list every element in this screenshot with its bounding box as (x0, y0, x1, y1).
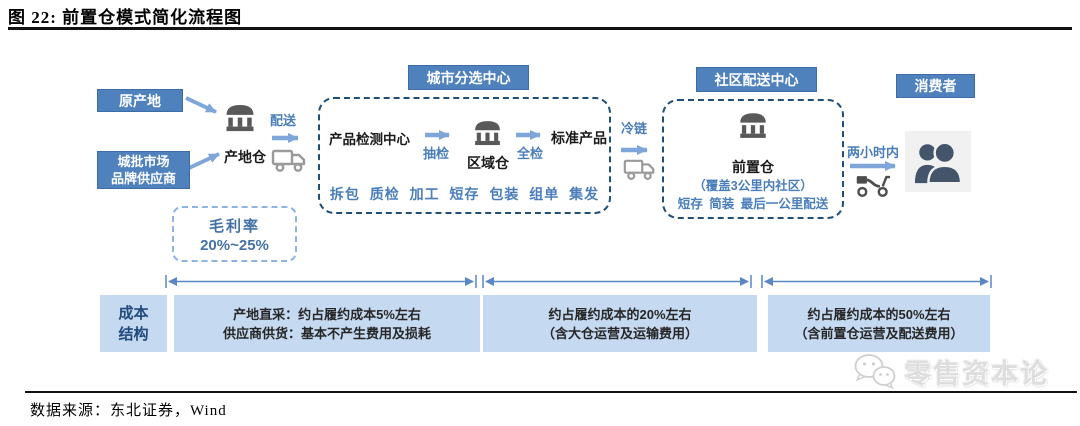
label-origin-warehouse: 产地仓 (224, 149, 266, 165)
city-sorting-center-box (318, 97, 611, 214)
header-consumer-label: 消费者 (914, 78, 957, 94)
label-front-warehouse-steps: 短存 简装 最后一公里配送 (677, 197, 829, 211)
footer-rule (25, 391, 1077, 393)
label-standard-product: 标准产品 (551, 130, 607, 146)
label-regional-warehouse: 区域仓 (467, 155, 509, 171)
figure-title: 图 22: 前置仓模式简化流程图 (8, 8, 243, 27)
watermark-text: 零售资本论 (904, 359, 1049, 389)
gross-margin-label: 毛利率 (208, 218, 260, 235)
title-underline (8, 27, 1072, 30)
cost-cell-city-sorting-line2: （含大仓运营及运输费用） (541, 325, 698, 341)
bank-icon-origin-warehouse (222, 102, 258, 135)
label-front-warehouse: 前置仓 (732, 159, 774, 175)
node-supplier-line2: 品牌供应商 (110, 171, 176, 186)
arrow-supplier-to-warehouse (188, 152, 220, 170)
label-cold-chain: 冷链 (621, 121, 648, 136)
cost-structure-row-label-line2: 结构 (118, 325, 149, 343)
header-community-delivery-center: 社区配送中心 (696, 67, 817, 92)
cost-cell-origin: 产地直采：约占履约成本5%左右 供应商供货：基本不产生费用及损耗 (174, 295, 480, 352)
header-community-delivery-center-label: 社区配送中心 (714, 71, 799, 88)
wechat-bubbles-icon (852, 353, 898, 391)
span-arrow-segment-2 (482, 275, 752, 288)
span-arrow-segment-1 (165, 275, 477, 288)
cost-cell-origin-line2: 供应商供货：基本不产生费用及损耗 (222, 325, 431, 341)
gross-margin-box: 毛利率 20%~25% (172, 206, 297, 262)
label-full-check: 全检 (517, 146, 544, 161)
node-supplier-line1: 城批市场 (117, 154, 170, 169)
label-delivery: 配送 (270, 113, 297, 128)
cost-cell-origin-line1: 产地直采：约占履约成本5%左右 (233, 306, 421, 322)
cost-cell-city-sorting-line1: 约占履约成本的20%左右 (548, 306, 692, 322)
label-two-hours: 两小时内 (847, 145, 900, 160)
consumer-people-icon (905, 131, 971, 192)
header-city-sorting-center-label: 城市分选中心 (426, 69, 511, 86)
header-consumer: 消费者 (896, 74, 975, 98)
truck-icon-delivery (271, 147, 307, 174)
data-source: 数据来源：东北证券，Wind (30, 403, 227, 419)
scooter-icon (854, 171, 891, 198)
bank-icon-front-warehouse (736, 110, 770, 142)
gross-margin-value: 20%~25% (200, 236, 269, 254)
watermark: 零售资本论 (852, 352, 1049, 391)
node-origin: 原产地 (97, 89, 183, 112)
node-origin-label: 原产地 (119, 92, 161, 109)
arrow-origin-to-warehouse (185, 96, 217, 114)
header-city-sorting-center: 城市分选中心 (408, 65, 529, 90)
node-supplier: 城批市场 品牌供应商 (97, 151, 190, 189)
cost-structure-row-label: 成本 结构 (100, 295, 167, 352)
bank-icon-regional-warehouse (471, 118, 504, 149)
cost-cell-city-sorting: 约占履约成本的20%左右 （含大仓运营及运输费用） (483, 295, 757, 352)
label-product-testing-center: 产品检测中心 (329, 132, 410, 147)
cost-structure-row-label-line1: 成本 (118, 304, 149, 322)
label-sorting-steps: 拆包 质检 加工 短存 包装 组单 集发 (329, 186, 600, 202)
cost-cell-front-warehouse-line1: 约占履约成本的50%左右 (807, 306, 951, 322)
label-front-warehouse-note: （覆盖3公里内社区） (693, 179, 813, 193)
span-arrow-segment-3 (761, 275, 992, 288)
truck-icon-cold-chain (623, 157, 656, 182)
community-delivery-center-box (662, 99, 844, 219)
cost-cell-front-warehouse-line2: （含前置仓运营及配送费用） (794, 325, 964, 341)
label-sampling-check: 抽检 (423, 146, 450, 161)
cost-cell-front-warehouse: 约占履约成本的50%左右 （含前置仓运营及配送费用） (768, 295, 990, 352)
